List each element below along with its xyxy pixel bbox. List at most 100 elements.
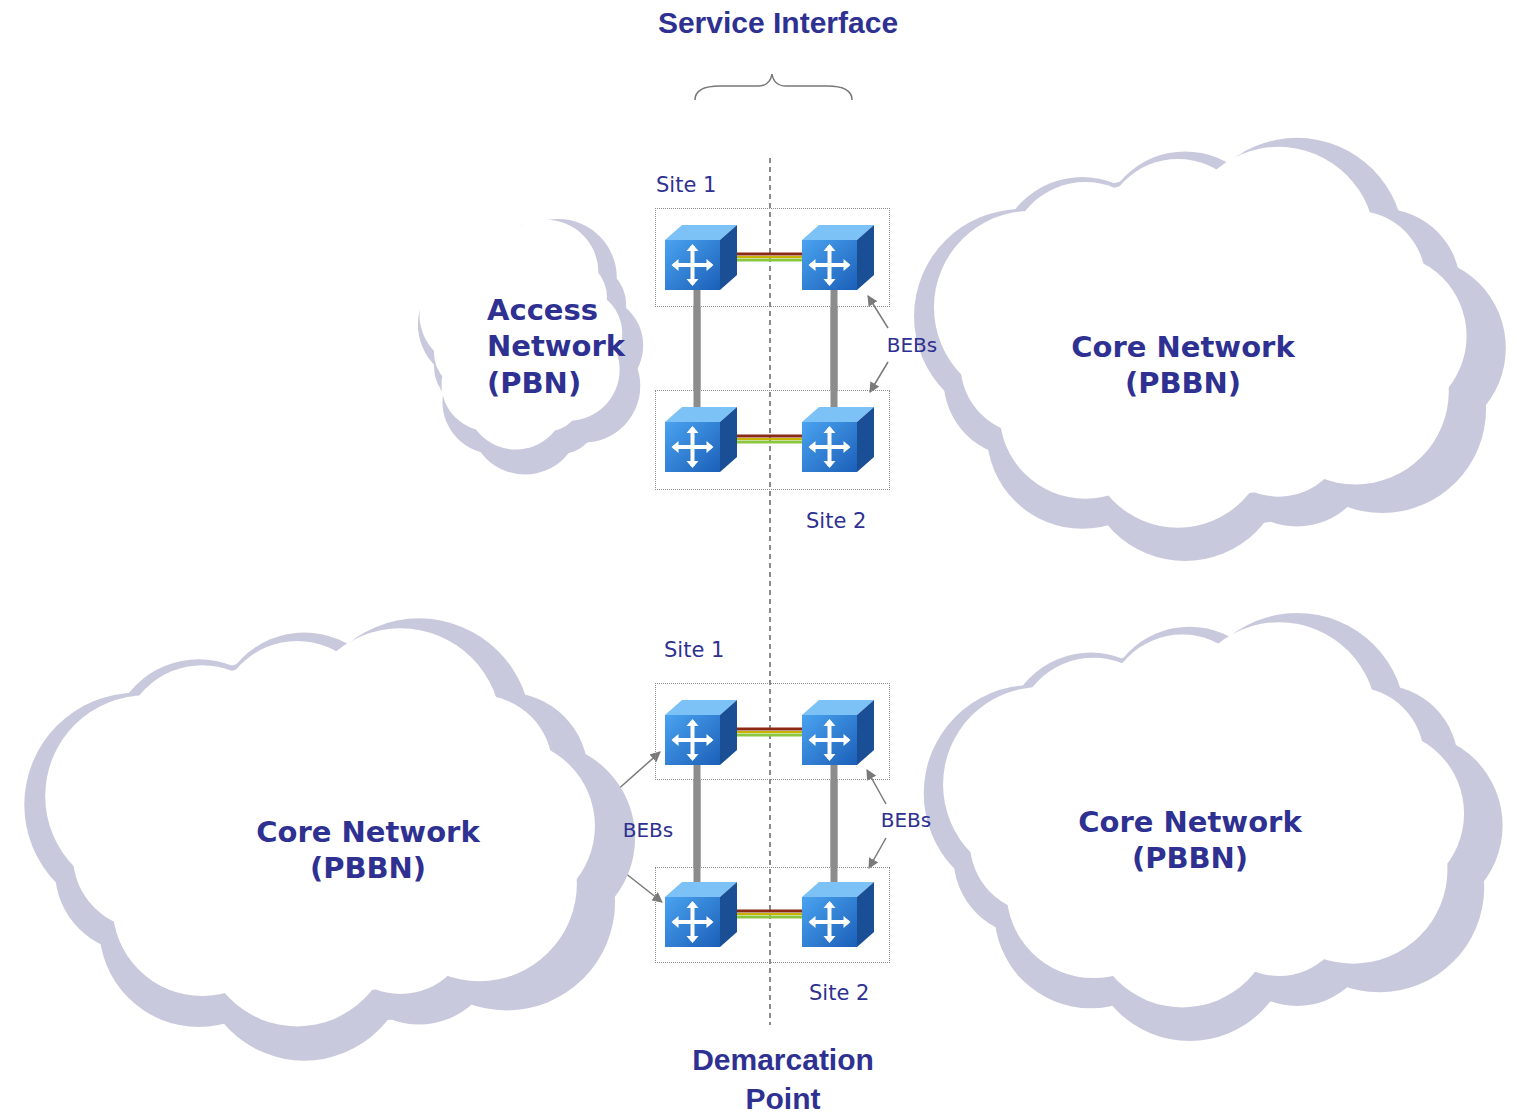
switch-side (857, 700, 874, 765)
inter-link (735, 734, 805, 737)
inter-link (735, 916, 805, 919)
switch-arrows (674, 246, 712, 284)
inter-link (735, 913, 805, 915)
switch-arrowheads (672, 901, 714, 943)
cloud-layer (934, 147, 1467, 528)
switch-side (720, 700, 737, 765)
callout-label: BEBs (881, 807, 932, 833)
switch-arrowheads (809, 719, 851, 761)
switch-icon (665, 882, 737, 947)
switch-icon (665, 225, 737, 290)
switch-icon (802, 225, 874, 290)
switch-icon (665, 407, 737, 472)
inter-link (735, 731, 805, 733)
leader-line (870, 362, 888, 392)
inter-link (735, 438, 805, 440)
callout-label: BEBs (887, 332, 938, 358)
switch-icon (802, 882, 874, 947)
site-label: Site 2 (806, 509, 866, 533)
network-cloud: Core Network (PBBN) (5, 595, 650, 1065)
switch-arrowheads (672, 719, 714, 761)
inter-link (735, 441, 805, 444)
network-label: Core Network (PBBN) (1043, 329, 1323, 402)
trunk-link (694, 763, 701, 895)
inter-link (735, 259, 805, 262)
switch-arrows (811, 428, 849, 466)
switch-side (857, 225, 874, 290)
leader-line (869, 838, 886, 868)
site-box: Site 1 (655, 683, 890, 780)
switch-icon (802, 700, 874, 765)
switch-front (665, 240, 720, 290)
switch-side (720, 407, 737, 472)
switch-icon (665, 700, 737, 765)
heading-label: Demarcation Point (668, 1040, 898, 1115)
switch-arrowheads (672, 244, 714, 286)
switch-arrowheads (809, 244, 851, 286)
cloud-body (77, 659, 569, 994)
cloud-layer (943, 622, 1464, 1007)
switch-arrows (811, 721, 849, 759)
trunk-link (694, 288, 701, 420)
switch-front (802, 240, 857, 290)
brace (695, 74, 852, 100)
switch-icon (802, 407, 874, 472)
trunk-connector (694, 780, 701, 867)
inter-link (735, 435, 805, 438)
cloud-layer (418, 219, 643, 474)
network-label: Access Network (PBN) (487, 292, 637, 401)
trunk-link (831, 763, 838, 895)
cloud-layer (45, 628, 595, 1026)
switch-arrows (811, 903, 849, 941)
switch-side (857, 407, 874, 472)
switch-front (802, 715, 857, 765)
trunk-link (831, 288, 838, 420)
switch-arrows (811, 246, 849, 284)
cloud-layer (924, 613, 1503, 1041)
switch-arrows (674, 903, 712, 941)
site-label: Site 1 (664, 638, 724, 662)
switch-arrows (674, 428, 712, 466)
switch-arrowheads (809, 901, 851, 943)
inter-link (735, 256, 805, 258)
cloud-layer (914, 138, 1506, 561)
site-box: Site 1 (655, 208, 890, 307)
switch-side (720, 225, 737, 290)
network-label: Core Network (PBBN) (1050, 804, 1330, 877)
switch-group (665, 225, 874, 947)
switch-front (665, 422, 720, 472)
cloud-body (975, 652, 1440, 976)
trunk-connector (831, 780, 838, 867)
cloud-body (959, 646, 1476, 1006)
callout-label: BEBs (623, 817, 674, 843)
trunk-connector (831, 307, 838, 390)
site-label: Site 2 (809, 981, 869, 1005)
site-label: Site 1 (656, 173, 716, 197)
site-box: Site 2 (655, 390, 890, 490)
switch-arrowheads (809, 426, 851, 468)
inter-link (735, 910, 805, 913)
switch-arrowheads (672, 426, 714, 468)
switch-front (802, 422, 857, 472)
cloud-body (965, 176, 1443, 496)
inter-link (735, 253, 805, 256)
heading-label: Service Interface (658, 3, 898, 42)
switch-side (857, 882, 874, 947)
cloud-body (948, 170, 1479, 526)
network-cloud: Access Network (PBN) (405, 200, 650, 475)
inter-link (735, 728, 805, 731)
switch-front (665, 715, 720, 765)
network-label: Core Network (PBBN) (228, 814, 508, 887)
cloud-body (60, 652, 607, 1024)
switch-side (720, 882, 737, 947)
switch-front (665, 897, 720, 947)
switch-arrows (674, 721, 712, 759)
demarcation-line (769, 158, 771, 1025)
beb-leaders (606, 296, 888, 902)
trunk-connector (694, 307, 701, 390)
leader-line (867, 770, 886, 804)
leader-line (868, 296, 888, 328)
switch-front (802, 897, 857, 947)
